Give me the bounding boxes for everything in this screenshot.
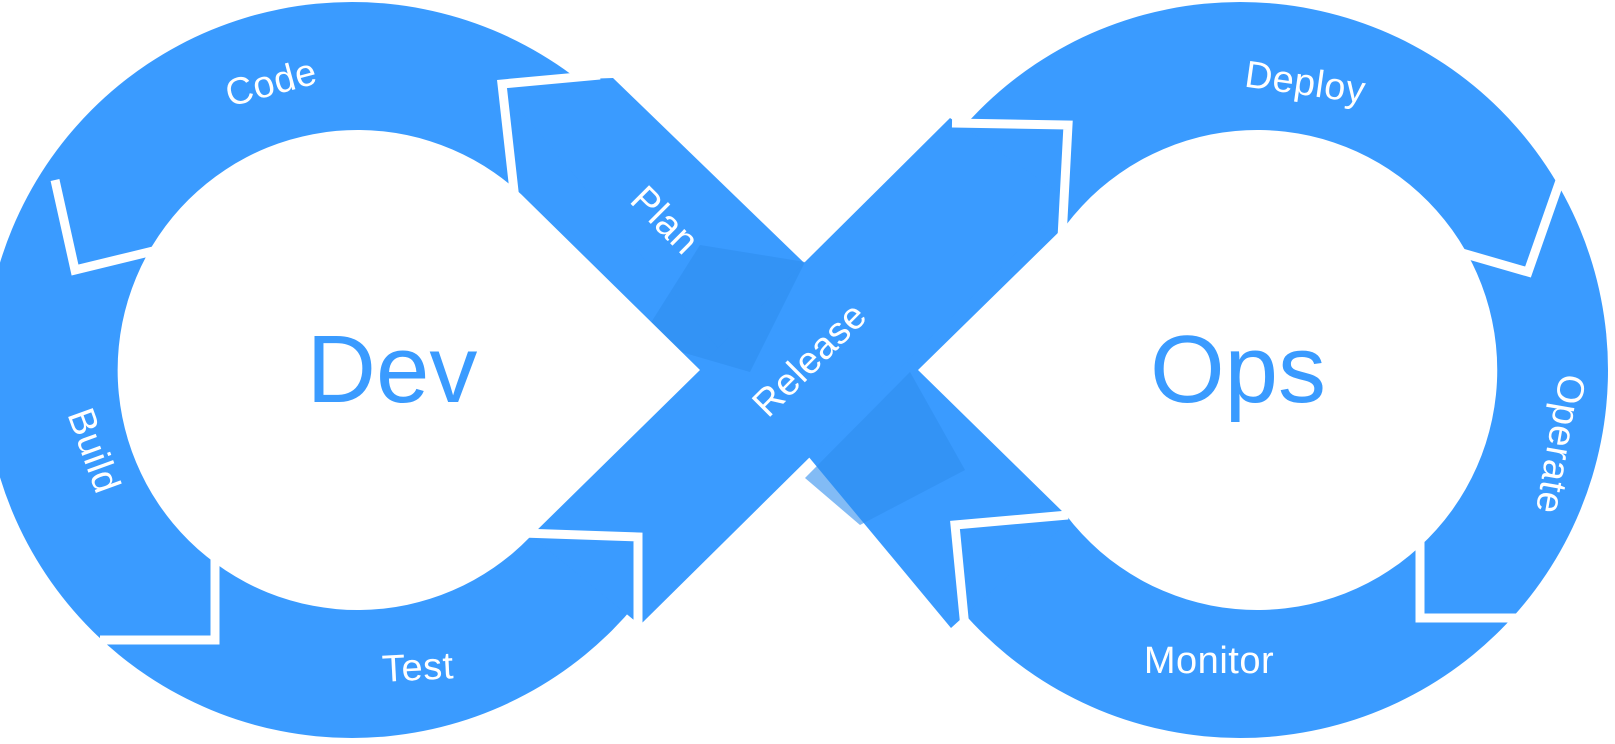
crossing-shade-lower — [805, 372, 965, 525]
divider-test-release — [521, 528, 643, 645]
divider-code-plan — [497, 70, 601, 201]
dev-hub — [117, 130, 700, 610]
ops-hub — [918, 130, 1498, 611]
divider-release-deploy — [951, 118, 1073, 239]
test-release-deploy-band — [530, 118, 1070, 625]
divider-operate-monitor — [1415, 510, 1530, 623]
divider-deploy-operate — [1408, 173, 1567, 278]
stage-label-test: Test — [381, 645, 455, 691]
stage-label-monitor: Monitor — [1144, 640, 1274, 682]
divider-monitor-plan — [950, 510, 1069, 629]
divider-code-build — [50, 179, 192, 276]
ops-hub-label: Ops — [1150, 316, 1326, 423]
stage-dividers — [50, 70, 1567, 645]
hub-holes — [117, 130, 1498, 611]
crossing-shade — [640, 245, 805, 372]
divider-build-test — [100, 520, 220, 645]
dev-hub-label: Dev — [307, 316, 478, 423]
